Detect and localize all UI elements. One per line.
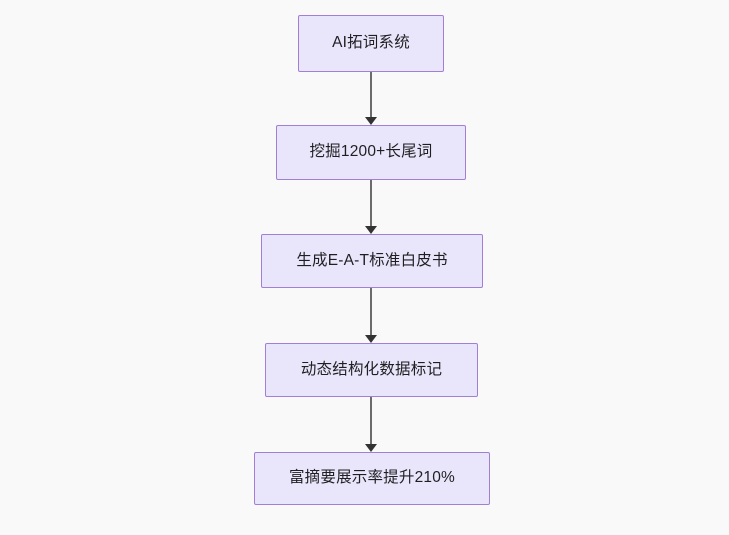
connector-node4-to-node5: [365, 397, 377, 452]
connector-node1-to-node2: [365, 72, 377, 125]
arrowhead-icon: [365, 226, 377, 234]
arrowhead-icon: [365, 444, 377, 452]
connector-node2-to-node3: [365, 180, 377, 234]
connector-line: [370, 72, 372, 117]
connector-node3-to-node4: [365, 288, 377, 343]
flow-node-mine-longtail-keywords[interactable]: 挖掘1200+长尾词: [276, 125, 466, 180]
connector-line: [370, 288, 372, 335]
flow-node-label: 生成E-A-T标准白皮书: [296, 251, 448, 269]
connector-line: [370, 397, 372, 444]
flow-node-ai-keyword-system[interactable]: AI拓词系统: [298, 15, 444, 72]
flow-node-dynamic-structured-data-markup[interactable]: 动态结构化数据标记: [265, 343, 478, 397]
arrowhead-icon: [365, 335, 377, 343]
flow-node-label: 动态结构化数据标记: [300, 360, 443, 378]
flow-node-label: 挖掘1200+长尾词: [309, 143, 433, 161]
flow-node-label: 富摘要展示率提升210%: [288, 469, 456, 487]
flow-node-rich-snippet-impression-lift[interactable]: 富摘要展示率提升210%: [254, 452, 490, 505]
arrowhead-icon: [365, 117, 377, 125]
flow-node-generate-eat-whitepaper[interactable]: 生成E-A-T标准白皮书: [261, 234, 483, 288]
flow-node-label: AI拓词系统: [332, 34, 410, 52]
connector-line: [370, 180, 372, 226]
